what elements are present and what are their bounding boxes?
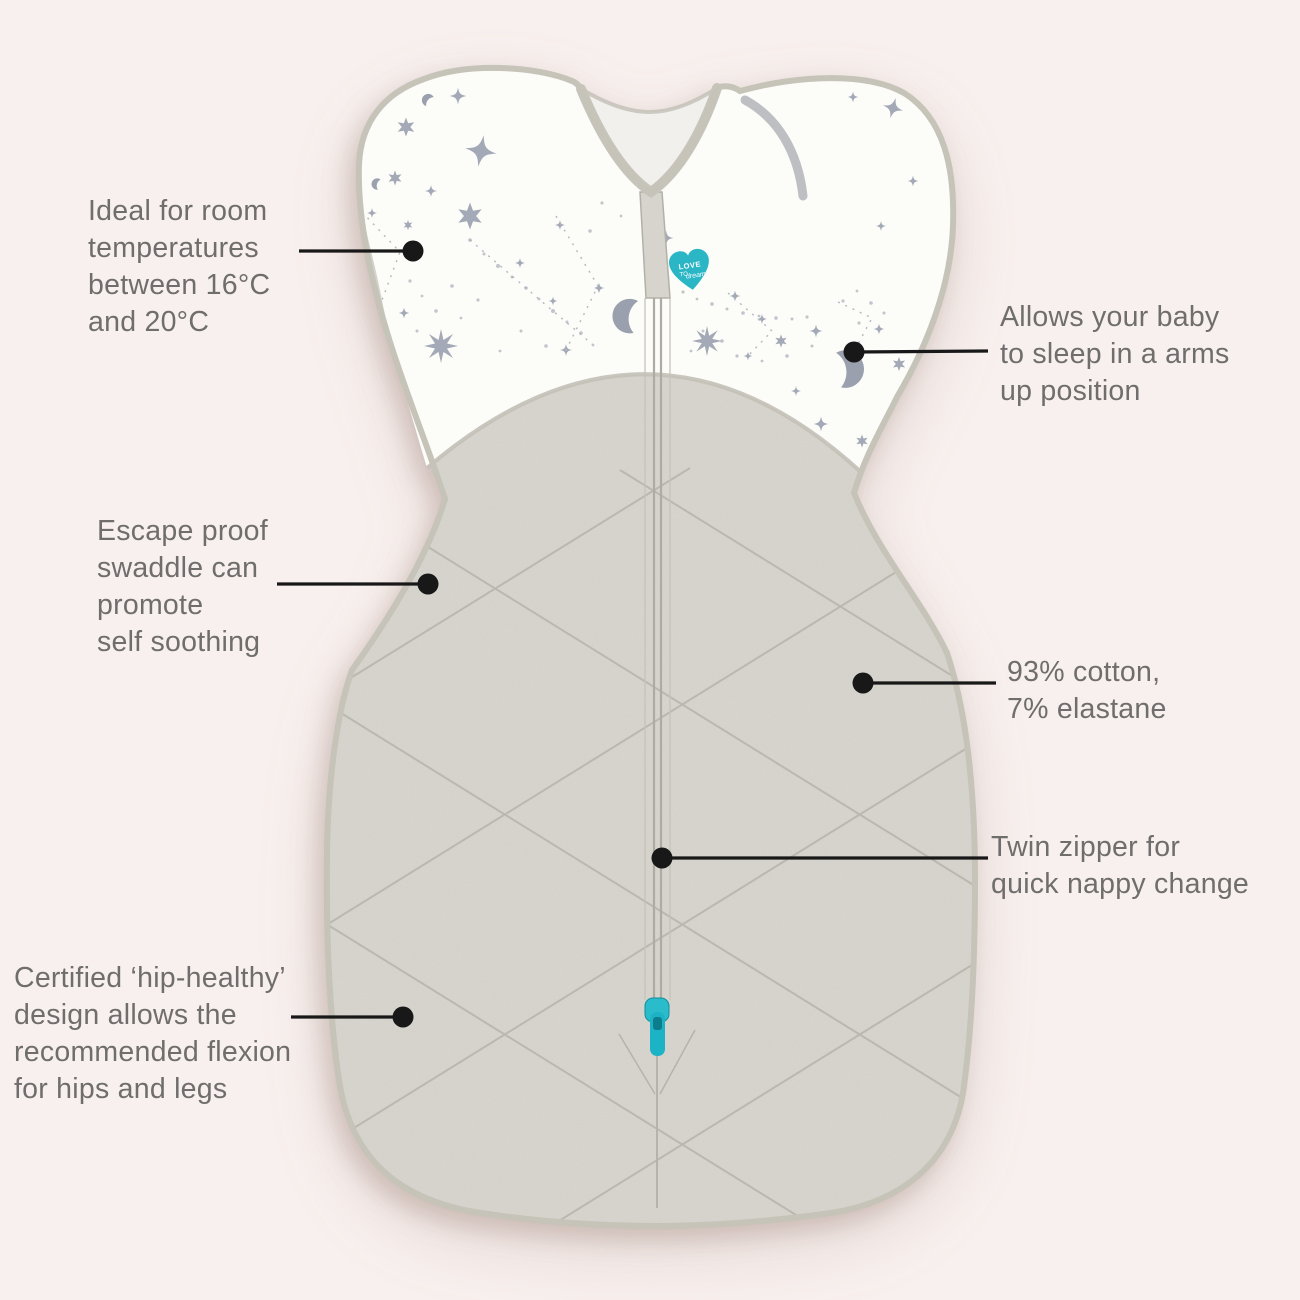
annotation-line: swaddle can bbox=[97, 552, 259, 584]
yoke-seam bbox=[425, 372, 864, 475]
heart-icon bbox=[669, 248, 709, 290]
brand-logo-to: TO bbox=[679, 271, 688, 278]
annotation-line: between 16°C bbox=[88, 269, 271, 301]
annotation-arms-up-position: Allows your baby to sleep in a arms up p… bbox=[1000, 299, 1229, 410]
annotation-line: temperatures bbox=[88, 232, 259, 264]
leader-line-arms-up bbox=[853, 349, 989, 354]
annotation-line: quick nappy change bbox=[991, 868, 1250, 900]
callout-dots bbox=[392, 240, 874, 1028]
annotation-escape-proof: Escape proof swaddle can promote self so… bbox=[97, 513, 268, 661]
swaddle-garment: LOVE TO dream bbox=[300, 50, 1000, 1300]
annotation-fabric-composition: 93% cotton, 7% elastane bbox=[1007, 654, 1167, 728]
annotation-hip-healthy: Certified ‘hip-healthy’ design allows th… bbox=[14, 960, 291, 1108]
brand-logo: LOVE TO dream bbox=[669, 248, 709, 290]
annotation-line: and 20°C bbox=[88, 306, 210, 338]
annotation-line: Twin zipper for bbox=[991, 831, 1181, 863]
quilting-stitch-lines bbox=[326, 467, 975, 1227]
callout-dot-room-temperature bbox=[402, 240, 424, 262]
constellation-lines bbox=[361, 211, 873, 358]
callout-dot-twin-zipper bbox=[651, 847, 673, 869]
annotation-line: self soothing bbox=[97, 626, 261, 658]
annotation-line: Ideal for room bbox=[88, 195, 268, 227]
brand-logo-dream: dream bbox=[686, 271, 707, 281]
annotation-line: 93% cotton, bbox=[1007, 656, 1161, 688]
annotation-line: Allows your baby bbox=[1000, 301, 1220, 333]
annotation-line: promote bbox=[97, 589, 204, 621]
callout-dot-fabric bbox=[852, 672, 874, 694]
annotation-line: design allows the bbox=[14, 999, 237, 1031]
annotation-line: for hips and legs bbox=[14, 1073, 228, 1105]
annotation-line: 7% elastane bbox=[1007, 693, 1167, 725]
back-neckline-trim bbox=[579, 86, 719, 115]
zipper bbox=[618, 298, 696, 1208]
stardust-specks bbox=[408, 201, 886, 363]
callout-dot-hip-healthy bbox=[392, 1006, 414, 1028]
annotation-line: up position bbox=[1000, 375, 1141, 407]
neck-opening bbox=[581, 88, 717, 192]
annotation-twin-zipper: Twin zipper for quick nappy change bbox=[991, 829, 1249, 903]
callout-dot-arms-up bbox=[843, 341, 865, 363]
annotation-line: Escape proof bbox=[97, 515, 268, 547]
zipper-pull-icon bbox=[644, 997, 670, 1056]
star-print-pattern bbox=[358, 87, 919, 448]
shoulder-seam-arc bbox=[740, 95, 808, 201]
leader-lines bbox=[277, 249, 996, 1019]
annotation-line: to sleep in a arms bbox=[1000, 338, 1230, 370]
brand-logo-love: LOVE bbox=[678, 259, 701, 271]
annotation-line: Certified ‘hip-healthy’ bbox=[14, 962, 286, 994]
annotation-line: recommended flexion bbox=[14, 1036, 292, 1068]
callout-dot-escape-proof bbox=[417, 573, 439, 595]
annotation-room-temperature: Ideal for room temperatures between 16°C… bbox=[88, 193, 270, 341]
